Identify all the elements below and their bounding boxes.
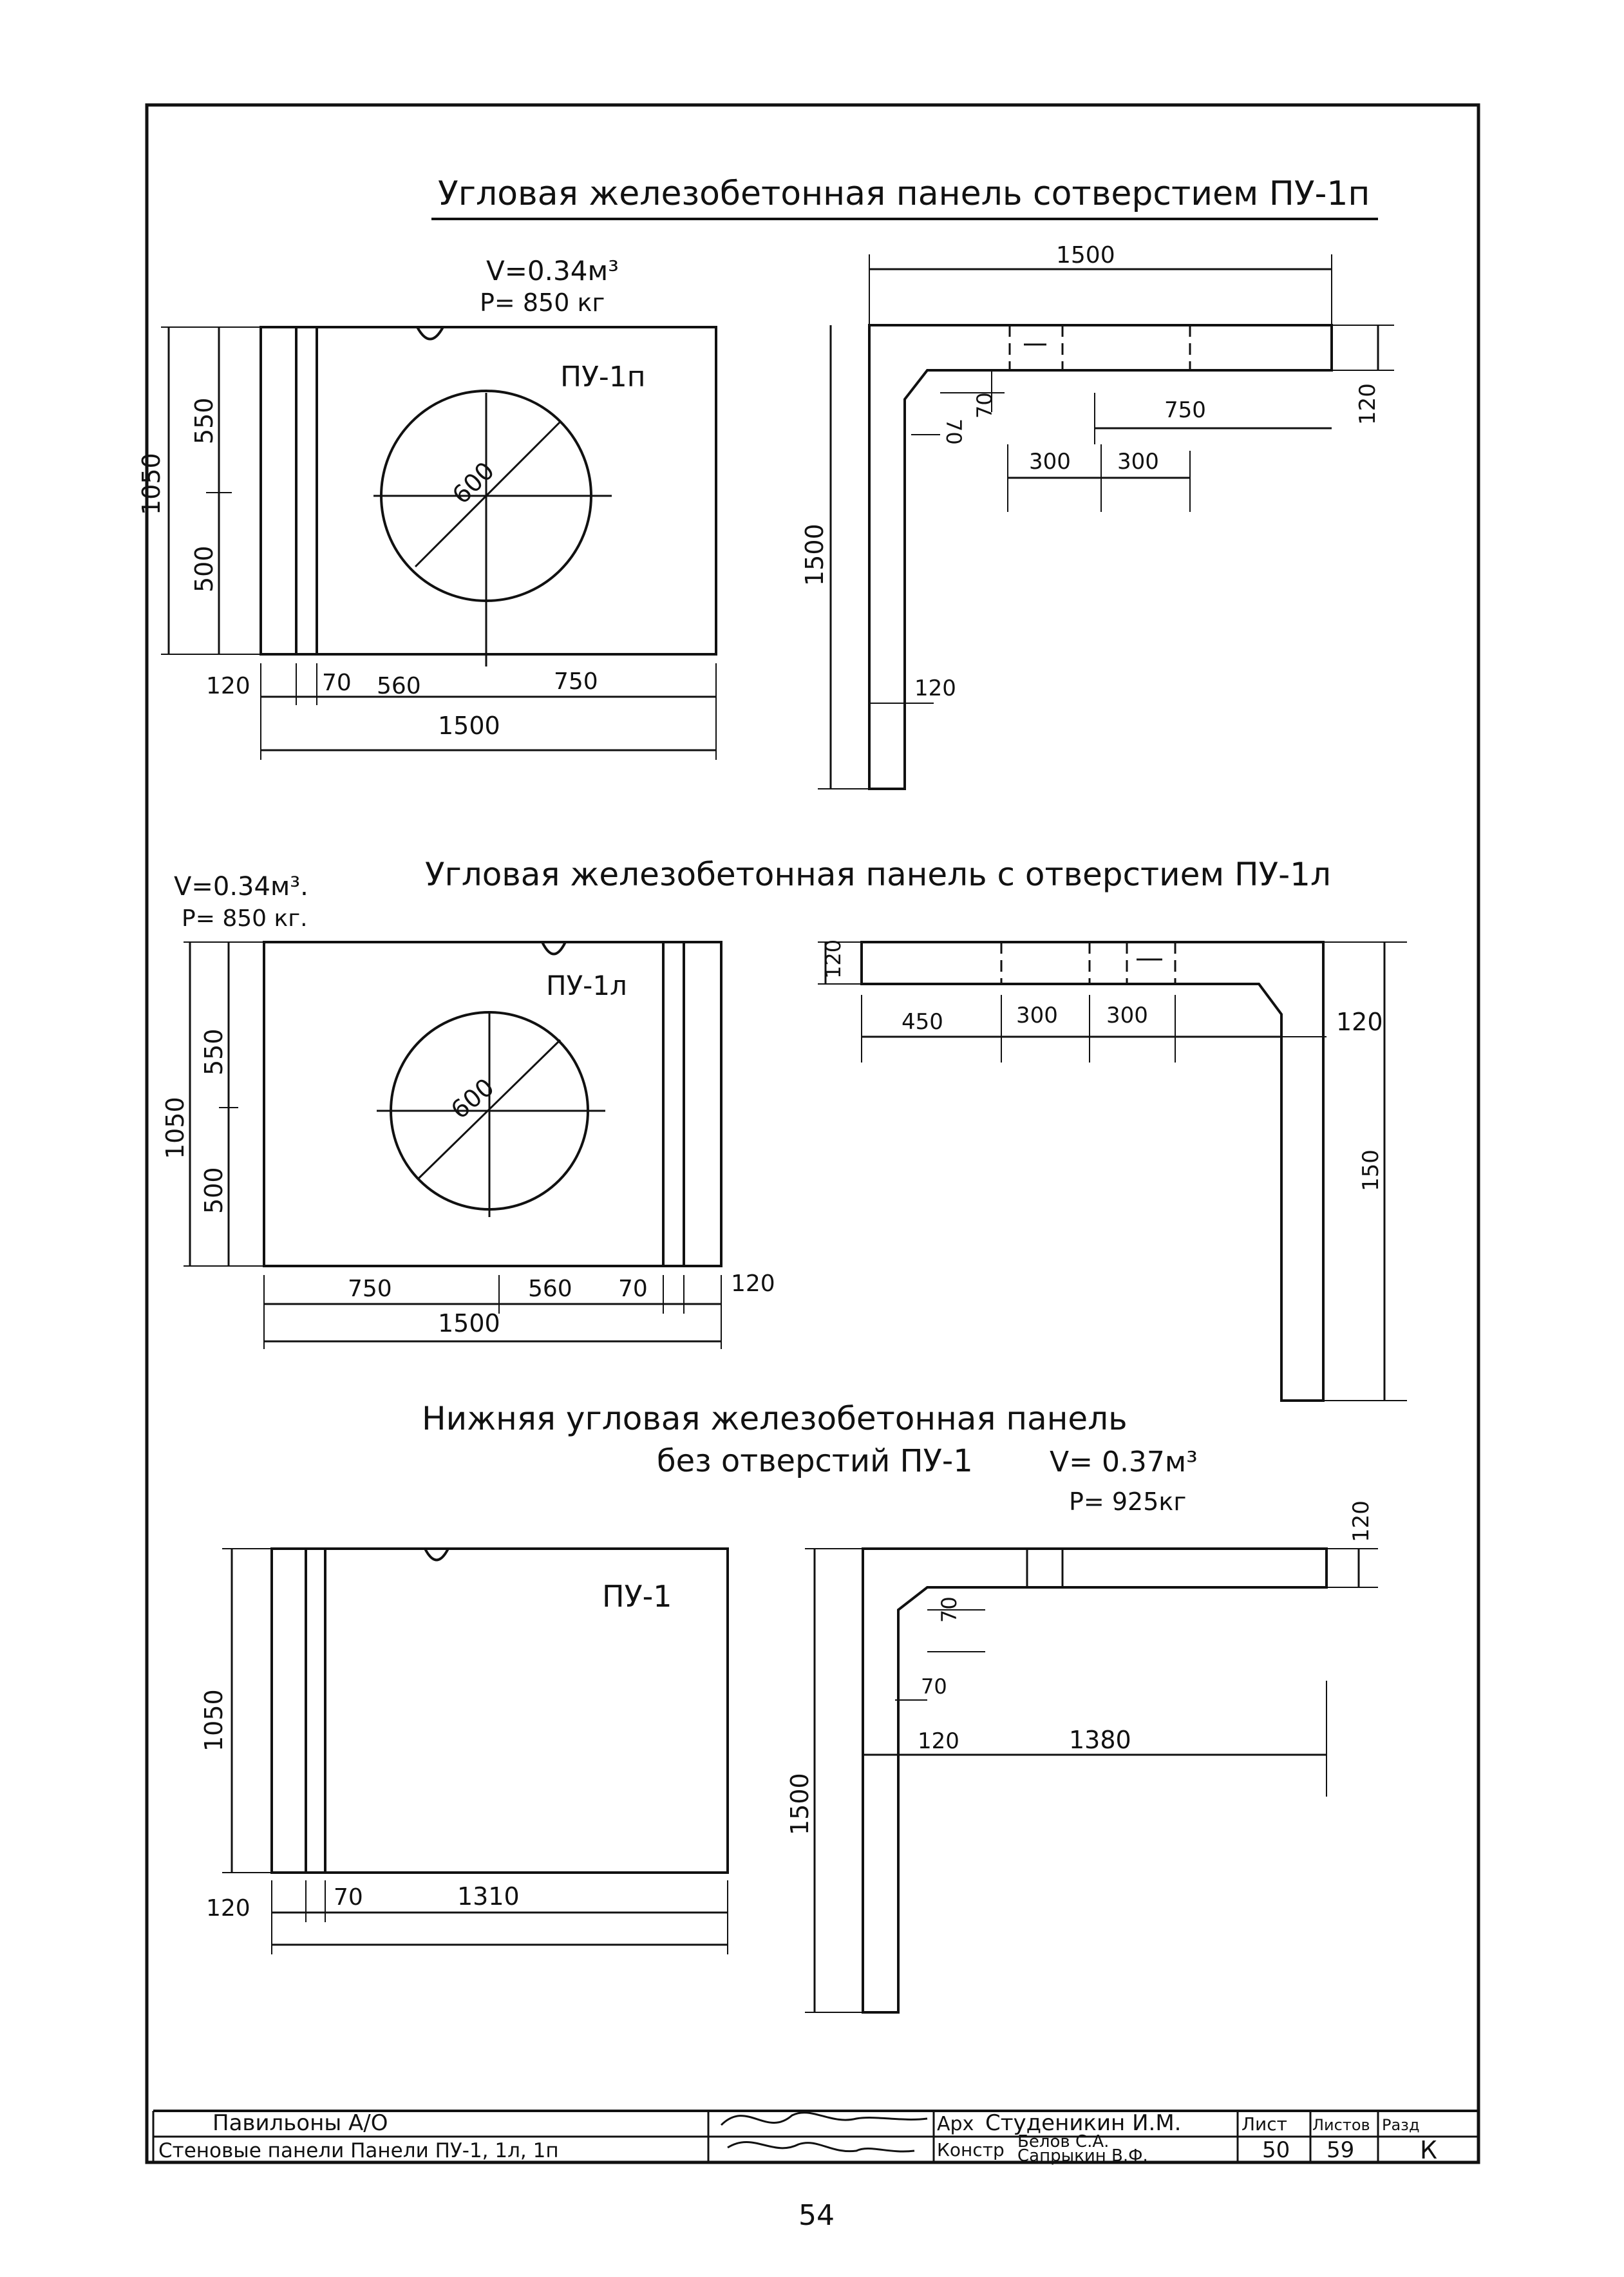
s3-dim-h-total: 1050 xyxy=(200,1689,228,1752)
s1-sec-dim-750: 750 xyxy=(1164,397,1206,423)
tb-sheet-no: 50 xyxy=(1262,2137,1290,2163)
s3-sec-dim-120b: 120 xyxy=(918,1728,959,1754)
s3-title-line2: без отверстий ПУ-1 xyxy=(657,1443,973,1479)
s3-section-view: 120 70 70 120 1380 1500 xyxy=(786,1500,1378,2014)
s1-plan-view: ПУ-1п 600 1050 550 500 120 70 560 750 15… xyxy=(137,326,717,760)
tb-sheets-total: 59 xyxy=(1327,2137,1354,2163)
s1-sec-dim-300a: 300 xyxy=(1029,449,1071,475)
sheet-frame xyxy=(145,103,1480,2164)
tb-name2a: Белов С.А. xyxy=(1017,2132,1109,2151)
s2-dim-w-total: 1500 xyxy=(438,1309,500,1337)
s1-dim-h-top: 550 xyxy=(190,397,218,444)
s2-dim-h-top: 550 xyxy=(200,1028,228,1075)
s1-plan-mark: ПУ-1п xyxy=(560,361,646,393)
s2-sec-dim-height: 150 xyxy=(1358,1149,1384,1191)
s2-weight: P= 850 кг. xyxy=(182,905,308,932)
s2-sec-dim-300a: 300 xyxy=(1016,1003,1058,1028)
s1-sec-dim-120a: 120 xyxy=(1355,383,1381,425)
s3-title-line1: Нижняя угловая железобетонная панель xyxy=(422,1400,1128,1437)
s2-plan-view: ПУ-1л 600 1050 550 500 750 560 70 120 15… xyxy=(161,941,775,1349)
tb-role1: Арх xyxy=(937,2113,974,2135)
s1-dim-w-total: 1500 xyxy=(438,712,500,740)
s3-volume: V= 0.37м³ xyxy=(1050,1446,1198,1479)
s3-sec-dim-70a: 70 xyxy=(937,1596,961,1623)
s3-plan-view: ПУ-1 1050 120 70 1310 xyxy=(200,1547,729,1954)
s2-dim-w3: 70 xyxy=(618,1276,648,1302)
s1-sec-dim-70a: 70 xyxy=(941,419,966,445)
s2-title: Угловая железобетонная панель с отверсти… xyxy=(425,856,1331,893)
s1-weight: P= 850 кг xyxy=(480,288,605,317)
tb-project: Павильоны А/О xyxy=(212,2110,388,2136)
s1-dim-w4: 750 xyxy=(554,668,598,695)
s2-sec-dim-300b: 300 xyxy=(1106,1003,1148,1028)
s1-dim-h-bottom: 500 xyxy=(190,545,218,592)
s2-volume: V=0.34м³. xyxy=(174,872,308,902)
tb-name2b: Сапрыкин В.Ф. xyxy=(1017,2146,1148,2166)
s3-weight: P= 925кг xyxy=(1069,1488,1186,1516)
s1-volume: V=0.34м³ xyxy=(486,255,619,287)
s1-dim-w2: 70 xyxy=(322,670,352,696)
s2-dim-h-bottom: 500 xyxy=(200,1167,228,1214)
tb-col-sheet: Лист xyxy=(1242,2113,1287,2135)
s3-dim-w3: 1310 xyxy=(457,1882,520,1911)
tb-col-section: Разд xyxy=(1382,2116,1420,2134)
signature-2 xyxy=(727,2140,915,2153)
s3-dim-w2: 70 xyxy=(334,1884,363,1911)
tb-sheet-title: Стеновые панели Панели ПУ-1, 1л, 1п xyxy=(158,2139,559,2162)
s1-sec-dim-120b: 120 xyxy=(914,676,956,701)
page-number: 54 xyxy=(798,2199,835,2232)
s2-sec-dim-120b: 120 xyxy=(1336,1008,1383,1036)
s3-plan-mark: ПУ-1 xyxy=(602,1579,672,1614)
s1-sec-dim-top: 1500 xyxy=(1056,242,1115,269)
signature-1 xyxy=(720,2112,928,2126)
s1-sec-dim-height: 1500 xyxy=(800,524,829,586)
s1-dim-w1: 120 xyxy=(206,673,250,699)
s1-dim-w3: 560 xyxy=(377,673,421,699)
s1-sec-dim-300b: 300 xyxy=(1117,449,1159,475)
s2-dim-w1: 750 xyxy=(348,1276,392,1302)
s2-sec-dim-120a: 120 xyxy=(821,940,845,979)
s1-title: Угловая железобетонная панель сотверстие… xyxy=(438,175,1370,213)
s1-sec-dim-70b: 70 xyxy=(972,392,997,419)
s1-section-view: 1500 750 300 300 120 70 70 120 1500 xyxy=(800,242,1394,790)
s2-dim-w2: 560 xyxy=(528,1276,572,1302)
s2-hole-dim: 600 xyxy=(446,1073,500,1124)
tb-col-sheets: Листов xyxy=(1312,2116,1370,2134)
s2-dim-w4: 120 xyxy=(731,1271,775,1297)
s3-sec-dim-120a: 120 xyxy=(1348,1500,1374,1542)
s1-hole-dim: 600 xyxy=(447,457,500,509)
s2-sec-dim-450: 450 xyxy=(902,1009,943,1035)
tb-role2: Констр xyxy=(937,2139,1005,2160)
s3-sec-dim-70b: 70 xyxy=(921,1674,947,1699)
s3-dim-w1: 120 xyxy=(206,1895,250,1922)
s2-section-view: 120 450 300 300 120 150 xyxy=(818,940,1407,1402)
s3-sec-dim-1380: 1380 xyxy=(1069,1726,1131,1754)
tb-name1: Студеникин И.М. xyxy=(985,2110,1181,2136)
s2-plan-mark: ПУ-1л xyxy=(546,970,627,1001)
title-block: Павильоны А/О Стеновые панели Панели ПУ-… xyxy=(152,2110,1478,2166)
s3-sec-dim-height: 1500 xyxy=(786,1773,814,1835)
tb-section: К xyxy=(1420,2136,1437,2164)
s2-dim-h-total: 1050 xyxy=(161,1097,189,1159)
s1-dim-h-total: 1050 xyxy=(137,453,165,515)
